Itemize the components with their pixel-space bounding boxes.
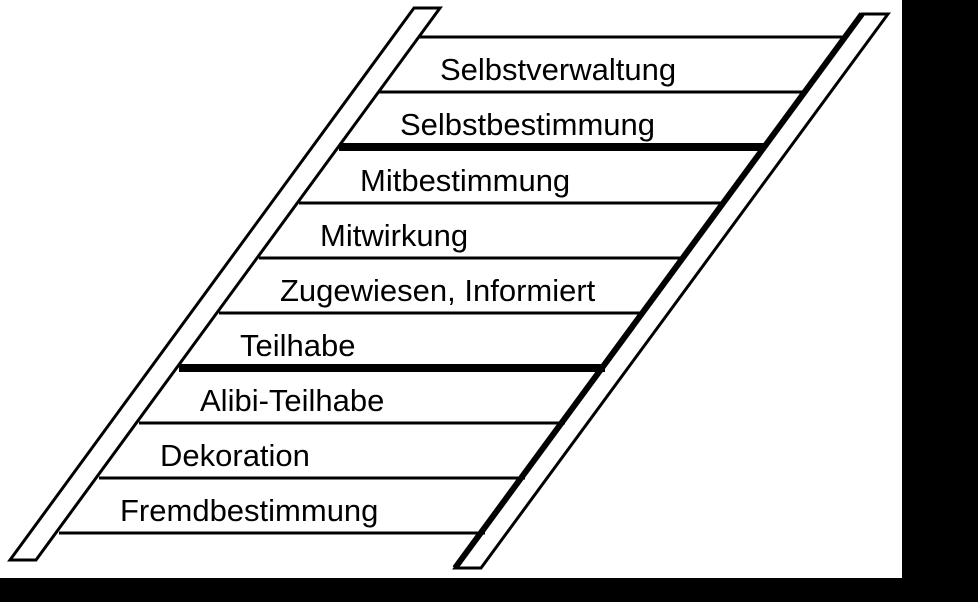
letterbox-right [902, 0, 978, 578]
rung-label-zugewiesen-informiert: Zugewiesen, Informiert [280, 273, 596, 308]
ladder-right-rail [452, 12, 891, 570]
rung-label-selbstbestimmung: Selbstbestimmung [400, 107, 655, 142]
letterbox-bottom [0, 578, 978, 602]
rung-label-alibi-teilhabe: Alibi-Teilhabe [200, 383, 384, 418]
rung-label-selbstverwaltung: Selbstverwaltung [440, 52, 676, 87]
rung-label-mitwirkung: Mitwirkung [320, 218, 468, 253]
left-rail-body [7, 6, 443, 562]
rung-label-fremdbestimmung: Fremdbestimmung [120, 493, 378, 528]
rung-label-teilhabe: Teilhabe [240, 328, 355, 363]
ladder-left-rail [7, 6, 443, 562]
rung-label-mitbestimmung: Mitbestimmung [360, 163, 570, 198]
right-rail-inner-edge [452, 12, 865, 570]
rung-label-dekoration: Dekoration [160, 438, 310, 473]
